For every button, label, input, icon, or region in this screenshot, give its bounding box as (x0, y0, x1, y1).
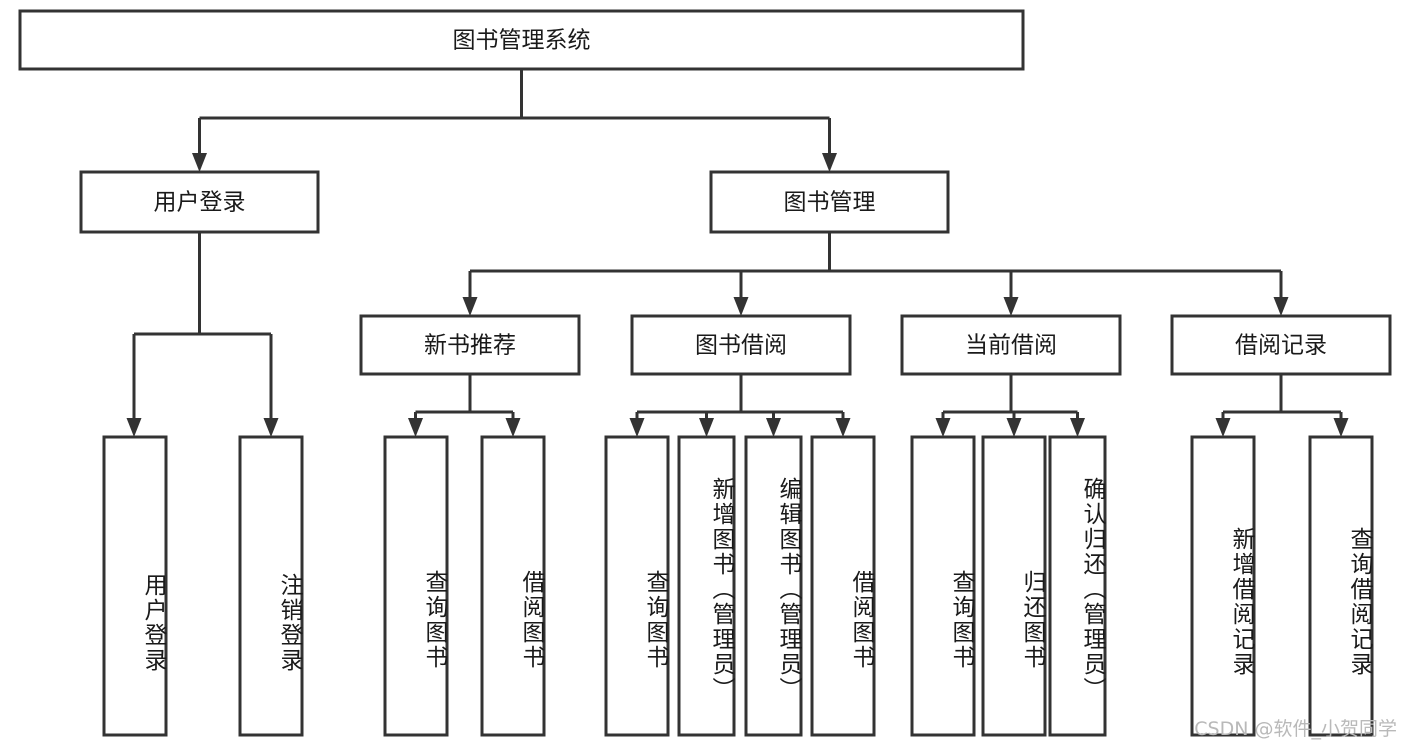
node-current-borrow[interactable]: 当前借阅 (900, 314, 1122, 376)
node-root[interactable]: 图书管理系统 (18, 9, 1025, 71)
node-leaf-query-book-2[interactable] (604, 435, 670, 737)
node-book-borrow[interactable]: 图书借阅 (630, 314, 852, 376)
connector-new-book-to-leaves (408, 374, 521, 437)
connector-root-to-level2 (192, 69, 837, 172)
node-leaf-add-book[interactable] (677, 435, 736, 737)
node-new-book-recommend-label: 新书推荐 (424, 333, 516, 359)
node-leaf-add-borrow-record[interactable] (1190, 435, 1256, 737)
node-borrow-record-label: 借阅记录 (1235, 333, 1327, 359)
node-leaf-edit-book[interactable] (744, 435, 803, 737)
node-current-borrow-label: 当前借阅 (965, 333, 1057, 359)
node-book-management-label: 图书管理 (784, 190, 876, 216)
node-leaf-confirm-return[interactable] (1048, 435, 1107, 737)
node-root-label: 图书管理系统 (453, 28, 591, 54)
node-leaf-query-book-3[interactable] (910, 435, 976, 737)
connector-current-borrow-to-leaves (935, 374, 1085, 437)
node-book-borrow-label: 图书借阅 (695, 333, 787, 359)
node-leaf-query-borrow-record[interactable] (1308, 435, 1374, 737)
node-new-book-recommend[interactable]: 新书推荐 (359, 314, 581, 376)
connector-user-login-to-leaves (126, 232, 279, 437)
node-borrow-record[interactable]: 借阅记录 (1170, 314, 1392, 376)
node-leaf-borrow-book-2[interactable] (810, 435, 876, 737)
node-leaf-borrow-book-1[interactable] (480, 435, 546, 737)
connector-level2-to-level3 (462, 232, 1289, 316)
connector-borrow-record-to-leaves (1215, 374, 1349, 437)
node-leaf-user-login[interactable] (102, 435, 168, 737)
node-leaf-logout[interactable] (238, 435, 304, 737)
node-leaf-return-book[interactable] (981, 435, 1047, 737)
node-user-login-label: 用户登录 (154, 190, 246, 216)
csdn-watermark: CSDN @软件_小贺同学 (1194, 718, 1397, 740)
node-leaf-query-book-1[interactable] (383, 435, 449, 737)
node-book-management[interactable]: 图书管理 (709, 170, 950, 234)
node-user-login[interactable]: 用户登录 (79, 170, 320, 234)
connector-book-borrow-to-leaves (629, 374, 851, 437)
